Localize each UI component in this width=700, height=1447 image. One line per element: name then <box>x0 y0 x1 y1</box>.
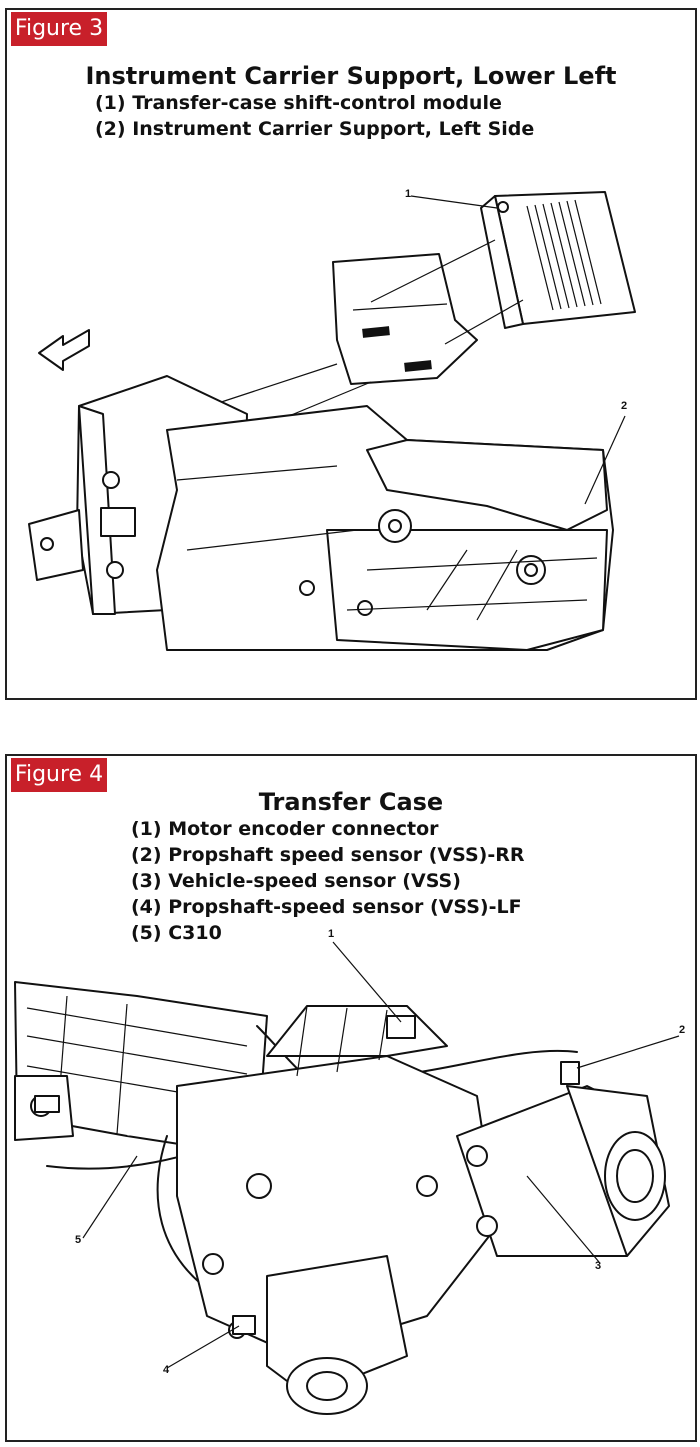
figure-4-callout-5: 5 <box>75 1234 82 1246</box>
forward-direction-arrow-icon <box>38 329 90 371</box>
figure-4-callout-1: 1 <box>328 928 335 940</box>
transfer-case-drawing <box>14 941 680 1415</box>
rear-speed-sensor <box>560 1061 580 1085</box>
figure-4-tag: Figure 4 <box>11 758 107 792</box>
shift-control-module <box>480 191 636 329</box>
figure-3-item-2: (2) Instrument Carrier Support, Left Sid… <box>95 118 535 140</box>
figure-4-callout-4: 4 <box>163 1364 170 1376</box>
figure-4-item-2: (2) Propshaft speed sensor (VSS)-RR <box>131 844 525 866</box>
figure-4-callout-3: 3 <box>595 1260 602 1272</box>
figure-3-panel: Figure 3 Instrument Carrier Support, Low… <box>5 8 697 700</box>
figure-4-title: Transfer Case <box>258 788 444 816</box>
figure-4-item-3: (3) Vehicle-speed sensor (VSS) <box>131 870 461 892</box>
figure-4-callout-2: 2 <box>679 1024 686 1036</box>
figure-4-item-5: (5) C310 <box>131 922 222 944</box>
figure-4-item-1: (1) Motor encoder connector <box>131 818 439 840</box>
figure-4-panel: Figure 4 Transfer Case (1) Motor encoder… <box>5 754 697 1442</box>
instrument-carrier-support-drawing <box>28 191 636 651</box>
figure-4-item-4: (4) Propshaft-speed sensor (VSS)-LF <box>131 896 522 918</box>
callout-leaders <box>82 941 680 1369</box>
figure-3-item-1: (1) Transfer-case shift-control module <box>95 92 502 114</box>
c310-connector <box>34 1095 60 1113</box>
rear-output-housing <box>456 1085 670 1257</box>
figure-3-tag: Figure 3 <box>11 12 107 46</box>
front-speed-sensor <box>232 1315 256 1335</box>
instrument-carrier-support <box>28 375 614 651</box>
figure-3-callout-2: 2 <box>621 400 628 412</box>
motor-encoder-connector <box>386 1015 416 1039</box>
module-bracket <box>332 253 478 385</box>
figure-3-callout-1: 1 <box>405 188 412 200</box>
shift-motor <box>266 1255 408 1415</box>
figure-3-title: Instrument Carrier Support, Lower Left <box>85 62 617 90</box>
